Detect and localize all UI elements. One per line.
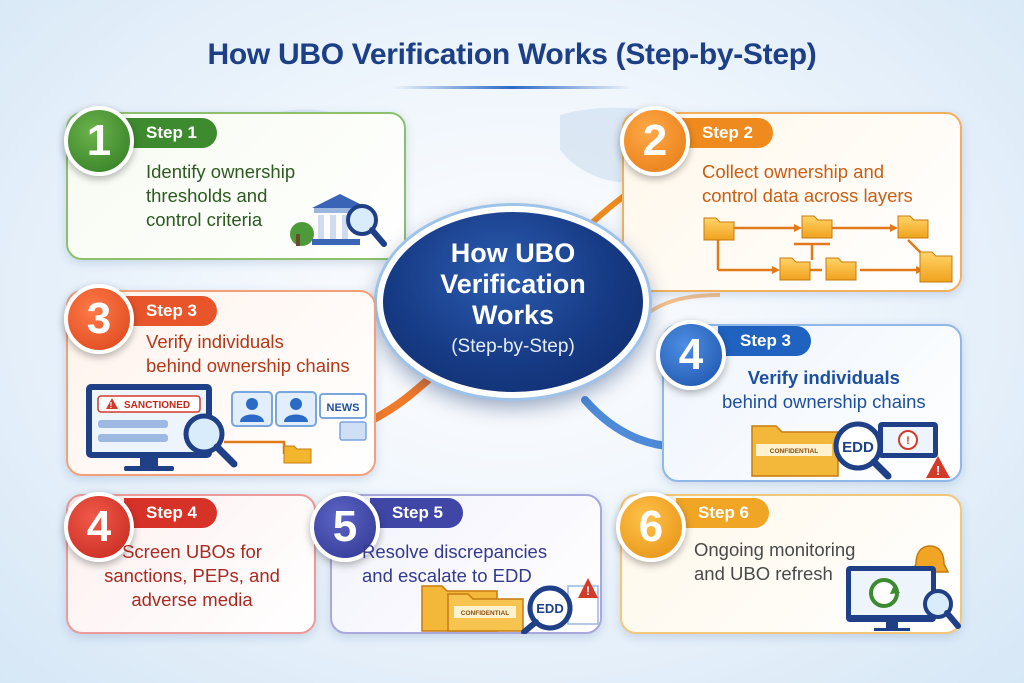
step-4-line-2: behind ownership chains [722, 391, 926, 412]
page-title: How UBO Verification Works (Step-by-Step… [207, 38, 817, 71]
confidential-label: CONFIDENTIAL [461, 610, 509, 617]
step-6-number: 5 [332, 502, 358, 551]
center-line-4: (Step-by-Step) [451, 336, 575, 357]
step-4-number: 4 [678, 330, 704, 379]
step-4-label: Step 3 [740, 331, 792, 350]
step-1-label: Step 1 [146, 123, 198, 142]
folder-flow-diagram [703, 215, 953, 283]
edd-label: EDD [536, 601, 563, 616]
svg-text:!: ! [906, 435, 910, 447]
magnifier-icon [923, 589, 953, 619]
step-3-line-1: Verify individuals [146, 331, 284, 352]
title-underline [392, 86, 632, 89]
sanctioned-label: SANCTIONED [124, 400, 190, 411]
confidential-label: CONFIDENTIAL [770, 448, 818, 455]
screening-monitor-illustration: ! SANCTIONED NEWS [86, 384, 367, 471]
step-1-line-2: thresholds and [146, 185, 268, 206]
news-label: NEWS [327, 402, 360, 414]
center-line-3: Works [471, 300, 555, 330]
step-5-line-2: sanctions, PEPs, and [104, 565, 280, 586]
step-5-number: 4 [86, 502, 112, 551]
step-1-line-3: control criteria [146, 209, 263, 230]
step-5-label: Step 4 [146, 503, 198, 522]
edd-label: EDD [842, 439, 874, 456]
step-5-pill: Step 4 [124, 498, 218, 528]
center-hub: How UBO Verification Works (Step-by-Step… [377, 206, 649, 398]
step-6-label: Step 5 [392, 503, 444, 522]
magnifier-icon [183, 413, 225, 455]
escalate-folder-illustration: CONFIDENTIAL EDD ! [421, 578, 599, 634]
step-3-number: 3 [86, 294, 112, 343]
step-6-line-2: and escalate to EDD [362, 565, 532, 586]
step-2-pill: Step 2 [680, 118, 774, 148]
svg-text:!: ! [586, 584, 590, 598]
step-1-pill: Step 1 [124, 118, 218, 148]
bank-icon [290, 194, 387, 247]
step-2-line-2: control data across layers [702, 185, 913, 206]
person-icon [290, 398, 302, 410]
step-2-line-1: Collect ownership and [702, 161, 885, 182]
step-5-badge: 4 [64, 492, 134, 562]
folder-icon [283, 445, 312, 464]
magnifier-icon [833, 421, 883, 471]
step-7-pill: Step 6 [676, 498, 770, 528]
edd-folder-illustration: CONFIDENTIAL ! EDD ! [751, 421, 950, 480]
step-1-line-1: Identify ownership [146, 161, 296, 182]
step-1-badge: 1 [64, 106, 134, 176]
step-4-text: Verify individuals behind ownership chai… [722, 366, 926, 414]
warning-icon [926, 456, 950, 478]
folder-icon [703, 215, 953, 283]
step-7-line-1: Ongoing monitoring [694, 539, 856, 560]
svg-text:!: ! [936, 463, 940, 478]
magnifier-icon [527, 585, 573, 631]
step-7-badge: 6 [616, 492, 686, 562]
step-3-line-2: behind ownership chains [146, 355, 350, 376]
person-icon [246, 398, 258, 410]
step-6-badge: 5 [310, 492, 380, 562]
step-5-line-3: adverse media [131, 589, 253, 610]
center-line-1: How UBO [450, 238, 576, 268]
step-1-number: 1 [86, 116, 112, 165]
warning-icon [578, 578, 598, 598]
step-3-label: Step 3 [146, 301, 198, 320]
step-4-pill: Step 3 [718, 326, 812, 356]
step-5-text: Screen UBOs for sanctions, PEPs, and adv… [92, 540, 292, 612]
step-7-line-2: and UBO refresh [694, 563, 833, 584]
step-3-badge: 3 [64, 284, 134, 354]
step-1-text: Identify ownership thresholds and contro… [146, 160, 295, 232]
step-4-line-1: Verify individuals [747, 367, 900, 388]
step-6-line-1: Resolve discrepancies [362, 541, 548, 562]
step-2-label: Step 2 [702, 123, 754, 142]
magnifier-icon [346, 204, 378, 236]
step-2-number: 2 [642, 116, 668, 165]
step-7-label: Step 6 [698, 503, 750, 522]
svg-text:!: ! [110, 401, 113, 410]
step-7-number: 6 [638, 502, 664, 551]
center-line-2: Verification [440, 269, 586, 299]
step-2-badge: 2 [620, 106, 690, 176]
step-2-text: Collect ownership and control data acros… [702, 160, 913, 208]
step-4-badge: 4 [656, 320, 726, 390]
step-5-line-1: Screen UBOs for [122, 541, 262, 562]
step-3-pill: Step 3 [124, 296, 218, 326]
step-6-text: Resolve discrepancies and escalate to ED… [362, 540, 547, 588]
warning-icon [106, 398, 118, 409]
monitoring-illustration [846, 545, 961, 631]
step-7-text: Ongoing monitoring and UBO refresh [694, 538, 855, 586]
step-6-pill: Step 5 [370, 498, 464, 528]
connector-step2-lower [638, 293, 721, 322]
step-3-text: Verify individuals behind ownership chai… [146, 330, 350, 378]
